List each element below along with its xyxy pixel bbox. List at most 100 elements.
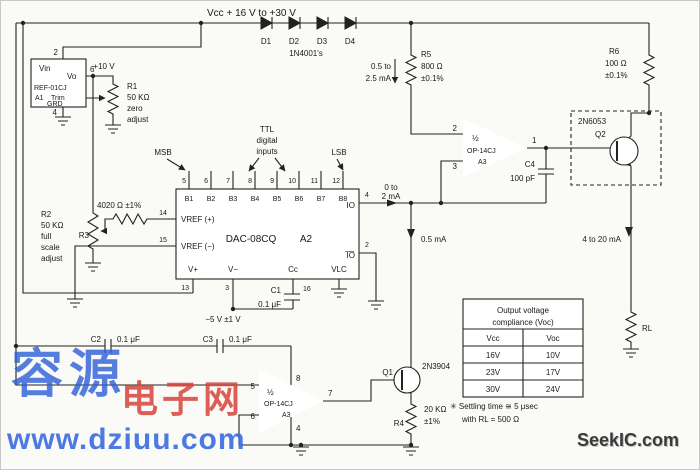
opamp-top-pin2: 2	[453, 124, 458, 133]
dac-vminus-label: V−	[228, 265, 238, 274]
dac-vminus-pin: 3	[225, 285, 229, 292]
r6-resistor: R6 100 Ω ±0.1%	[605, 47, 656, 89]
c3-designator: C3	[203, 335, 214, 344]
opamp-bottom: ½ OP-14CJ A3 5 6 8 7 4	[251, 369, 333, 433]
r3-resistor: 4020 Ω ±1% R3	[79, 201, 151, 240]
ref01-vin-label: Vin	[39, 64, 50, 73]
c3-capacitor: C3 0.1 μF	[203, 335, 252, 353]
q1-transistor: Q1 2N3904	[382, 362, 451, 394]
dac-output-current-1: 0 to	[384, 183, 398, 192]
rl-load-resistor: RL	[624, 309, 653, 345]
table-col1-header: Vcc	[486, 334, 499, 343]
r3-value: 4020 Ω ±1%	[97, 201, 141, 210]
dac-io-bar-pin: 2	[365, 242, 369, 249]
dac-bit-label: B1	[185, 196, 194, 203]
c4-value: 100 pF	[510, 174, 535, 183]
dac-bit-label: B3	[229, 196, 238, 203]
diode-d4-label: D4	[345, 37, 356, 46]
c2-capacitor: C2 0.1 μF	[91, 335, 140, 353]
dac-vplus-label: V+	[188, 265, 198, 274]
dac-bit-label: B5	[273, 196, 282, 203]
r5-resistor: R5 800 Ω ±0.1%	[404, 50, 444, 89]
c2-value: 0.1 μF	[117, 335, 140, 344]
dac-designator: A2	[300, 234, 313, 245]
dac-pin-number: 11	[311, 178, 318, 185]
opamp-bottom-pin6: 6	[251, 412, 256, 421]
vcc-supply-label: Vcc + 16 V to +30 V	[207, 8, 296, 19]
dac-pin-number: 9	[270, 178, 274, 185]
rl-designator: RL	[642, 324, 653, 333]
table-cell: 23V	[486, 368, 501, 377]
r1-function-2: adjust	[127, 115, 149, 124]
c1-capacitor: C1 0.1 μF	[258, 286, 300, 309]
r6-tolerance: ±0.1%	[605, 71, 628, 80]
dac-pin-number: 6	[204, 178, 208, 185]
dac-bit-label: B8	[339, 196, 348, 203]
q2-transistor: 2N6053 Q2	[570, 110, 662, 186]
r3-designator: R3	[79, 231, 90, 240]
dac-cc-pin: 16	[303, 286, 311, 293]
junction-dots	[13, 20, 652, 448]
c1-designator: C1	[271, 286, 282, 295]
opamp-top-pin3: 3	[453, 162, 458, 171]
plus10v-label: +10 V	[93, 62, 115, 71]
opamp-bottom-pin5: 5	[251, 382, 256, 391]
ref01-grd-label: GRD	[47, 101, 63, 108]
dac-pin-number: 5	[182, 178, 186, 185]
q2-part-number: 2N6053	[578, 117, 607, 126]
current-labels: 0 to 2 mA 0.5 mA 0.5 to 2.5 mA 4 to 20 m…	[366, 62, 633, 244]
r5-current-1: 0.5 to	[371, 62, 392, 71]
compliance-table: Output voltage compliance (Voc) Vcc Voc …	[462, 298, 584, 398]
diode-d3	[316, 16, 330, 30]
opamp-bottom-half: ½	[267, 388, 274, 397]
r5-current-2: 2.5 mA	[366, 74, 392, 83]
diode-d1	[260, 16, 274, 30]
r2-potentiometer: R2 50 KΩ full scale adjust	[41, 209, 100, 263]
r4-tolerance: ±1%	[424, 417, 440, 426]
r4-value: 20 KΩ	[424, 405, 446, 414]
lsb-label: LSB	[331, 148, 346, 157]
r2-function-1: full	[41, 232, 51, 241]
table-cell: 30V	[486, 385, 501, 394]
opamp-top-name: OP-14CJ	[467, 148, 496, 155]
diode-d2-label: D2	[289, 37, 300, 46]
note-line-1: ✳ Settling time ≅ 5 μsec	[450, 402, 538, 411]
r2-function-2: scale	[41, 243, 60, 252]
c1-value: 0.1 μF	[258, 300, 281, 309]
table-cell: 17V	[546, 368, 561, 377]
dac-bit-label: B2	[207, 196, 216, 203]
ref01-trim-label: Trim	[51, 95, 65, 102]
note-line-2: with RL = 500 Ω	[461, 415, 519, 424]
dac-bit-label: B7	[317, 196, 326, 203]
r1-designator: R1	[127, 82, 138, 91]
mid-current-label: 0.5 mA	[421, 235, 447, 244]
table-title-1: Output voltage	[497, 306, 550, 315]
c4-designator: C4	[525, 160, 536, 169]
dac08-block: TTL digital inputs MSB LSB 5 6 7 8 9 10 …	[154, 125, 369, 293]
dac-vplus-pin: 13	[181, 285, 189, 292]
opamp-bottom-name: OP-14CJ	[264, 401, 293, 408]
r1-value: 50 KΩ	[127, 93, 149, 102]
opamp-top-pin1: 1	[532, 136, 537, 145]
table-cell: 16V	[486, 351, 501, 360]
dac-vref-neg-label: VREF (−)	[181, 242, 215, 251]
dac-vref-neg-pin: 15	[159, 237, 167, 244]
dac-name: DAC-08CQ	[226, 234, 277, 245]
r5-tolerance: ±0.1%	[421, 74, 444, 83]
dac-bit-label: B6	[295, 196, 304, 203]
r6-value: 100 Ω	[605, 59, 627, 68]
diode-d1-label: D1	[261, 37, 272, 46]
opamp-top: ½ OP-14CJ A3 2 3 1	[453, 119, 537, 177]
r2-value: 50 KΩ	[41, 221, 63, 230]
ttl-label-1: TTL	[260, 125, 275, 134]
dac-cc-label: Cc	[288, 265, 298, 274]
c3-value: 0.1 μF	[229, 335, 252, 344]
r2-designator: R2	[41, 210, 52, 219]
dac-output-current-2: 2 mA	[382, 192, 401, 201]
opamp-bottom-pin8: 8	[296, 374, 301, 383]
dac-vlc-label: VLC	[331, 265, 347, 274]
ref01-vo-label: Vo	[67, 72, 77, 81]
dac-pin-number: 10	[288, 178, 296, 185]
dac-vref-pos-pin: 14	[159, 210, 167, 217]
ref01-pin4: 4	[53, 108, 58, 117]
